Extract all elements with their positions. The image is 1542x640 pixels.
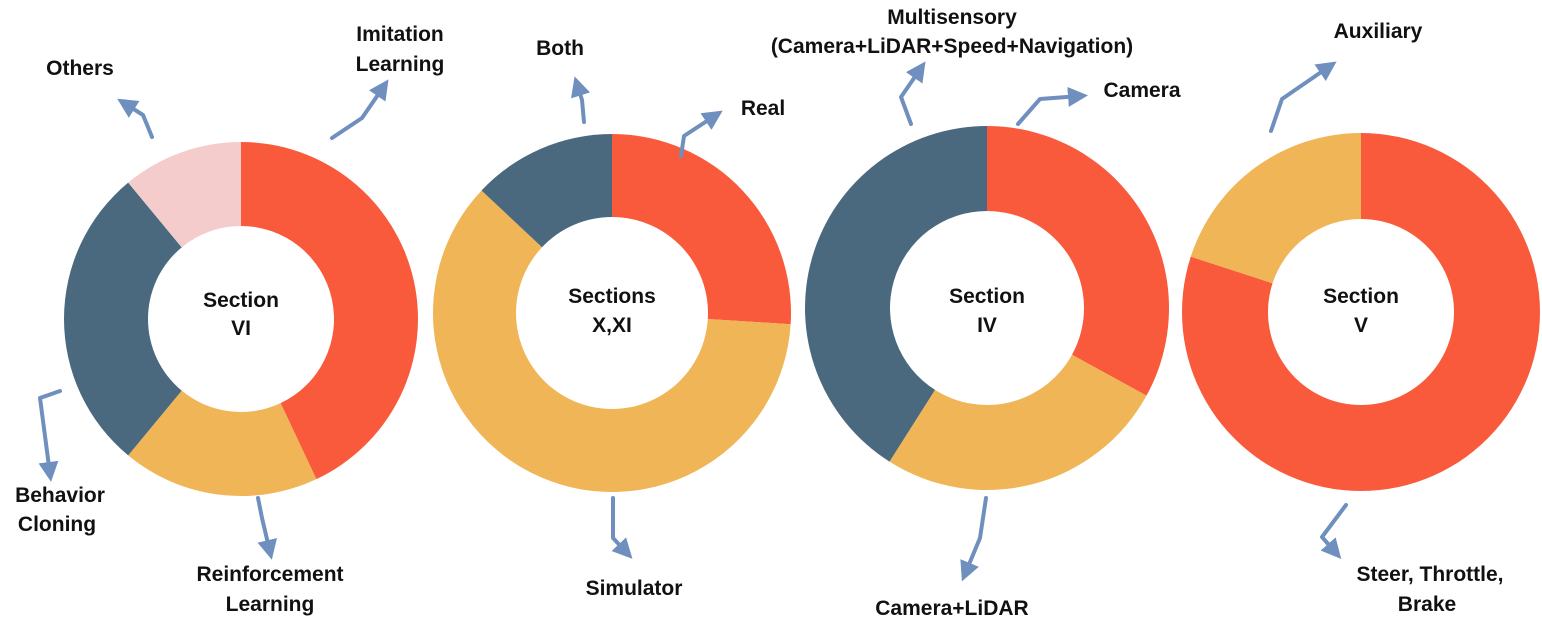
donut-slice-imitation-learning [241,142,419,480]
camera-arrow [1016,86,1088,126]
steer-throttle-brake-arrow [1320,503,1348,560]
donut-slice-auxiliary [1190,133,1361,284]
slice-label-behavior-cloning-line-2: Cloning [18,513,96,536]
real-arrow [679,110,723,158]
slice-label-others: Others [46,57,114,80]
others-arrow [117,98,154,139]
donut-center-label-line-1: Section [1323,285,1399,308]
donut-center-label-line-1: Section [203,289,279,312]
donut-slice-multisensory-camera-lidar-speed-navigation [805,126,987,462]
slice-label-camera: Camera [1103,79,1180,102]
donut-chart-section-vi: Section VI Imitation Learning Reinforcem… [15,23,444,616]
slice-label-multisensory-line-1: Multisensory [887,6,1017,29]
imitation-learning-arrow [330,79,389,140]
donut-center-label-line-2: IV [977,314,997,337]
multisensory-arrow [899,61,926,126]
donut-chart-section-iv: Section IV Camera Camera+LiDAR Multisens… [771,6,1181,620]
donut-chart-section-v: Section V Steer, Throttle, Brake Auxilia… [1182,20,1540,616]
donut-center-label-line-2: X,XI [592,314,632,337]
slice-label-multisensory-line-2: (Camera+LiDAR+Speed+Navigation) [771,35,1133,58]
simulator-arrow [611,496,633,559]
donut-slices [63,142,419,496]
donut-slice-steer-throttle-brake [1182,133,1540,491]
donut-slices [1182,133,1540,491]
donut-slice-both [481,134,612,248]
slice-label-reinforcement-learning-line-1: Reinforcement [196,563,343,586]
donut-slice-camera [987,126,1169,396]
donut-slice-camera-lidar [889,354,1147,490]
donut-center-label-line-2: VI [231,317,251,340]
donut-slices [433,134,791,492]
donut-slice-reinforcement-learning [128,390,317,496]
slice-label-real: Real [741,97,785,120]
donut-slice-behavior-cloning [63,182,182,456]
slice-label-auxiliary: Auxiliary [1334,20,1423,43]
slice-label-both: Both [536,37,584,60]
camera-lidar-arrow [960,496,988,582]
slice-label-imitation-learning-line-2: Learning [356,53,445,76]
donut-slice-real [612,134,791,325]
donut-center-label-line-1: Section [949,285,1025,308]
donut-slice-others [128,142,241,248]
donut-slice-simulator [433,190,791,492]
donut-center-label-line-2: V [1354,314,1368,337]
both-arrow [571,76,591,124]
reinforcement-learning-arrow [256,496,277,560]
slice-label-imitation-learning-line-1: Imitation [356,23,444,46]
slice-label-reinforcement-learning-line-2: Learning [226,593,315,616]
slice-label-behavior-cloning-line-1: Behavior [15,484,105,507]
slice-label-steer-throttle-brake-line-1: Steer, Throttle, [1356,563,1503,586]
slice-label-simulator: Simulator [586,577,683,600]
donut-chart-sections-x-xi: Sections X,XI Real Simulator Both [433,37,791,600]
donut-center-label-line-1: Sections [568,285,656,308]
auxiliary-arrow [1269,61,1337,133]
behavior-cloning-arrow [38,389,62,482]
donut-slices [805,126,1169,490]
slice-label-camera-lidar: Camera+LiDAR [875,597,1028,620]
slice-label-steer-throttle-brake-line-2: Brake [1398,593,1456,616]
